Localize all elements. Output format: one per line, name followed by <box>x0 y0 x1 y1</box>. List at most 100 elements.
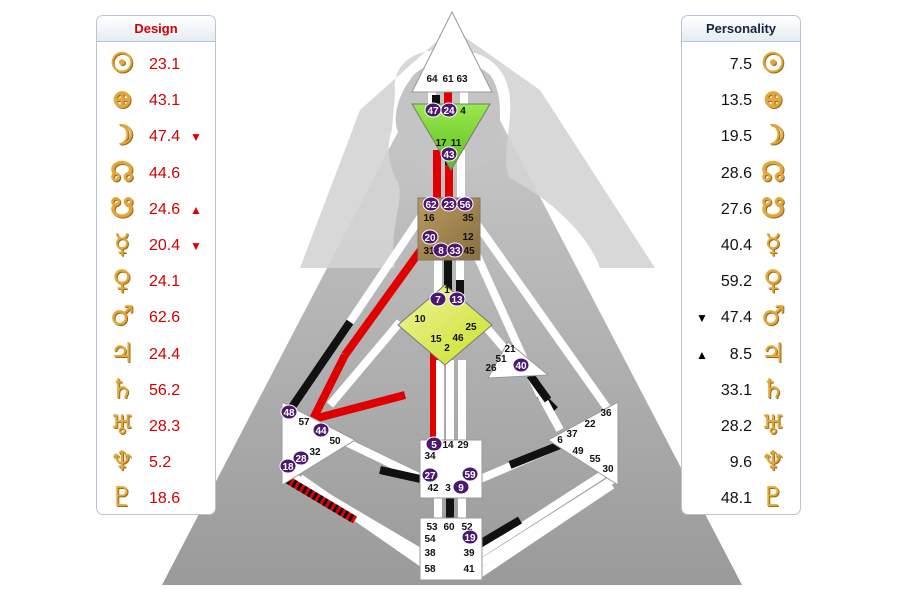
head-center <box>411 10 493 93</box>
earth-icon: ⊕ <box>761 84 785 116</box>
design-row: ♅28.3 <box>97 409 215 445</box>
venus-icon: ♀ <box>112 265 132 297</box>
gate-number: 38 <box>424 548 436 559</box>
personality-panel: Personality ☉7.5⊕13.5☽19.5☊28.6☋27.6☿40.… <box>681 15 801 515</box>
gate-number: 17 <box>435 138 447 149</box>
gate-number: 13 <box>451 295 463 306</box>
channel-segment <box>526 372 552 403</box>
design-panel-title: Design <box>97 16 215 42</box>
gate-line-value: 44.6 <box>149 164 181 182</box>
personality-row: ♇48.1 <box>682 481 800 514</box>
design-row: ☉23.1 <box>97 47 215 83</box>
gate-number: 9 <box>458 483 464 494</box>
gate-number: 58 <box>424 564 436 575</box>
gate-activation-badge <box>448 291 466 307</box>
venus-icon: ♀ <box>763 265 783 297</box>
saturn-icon: ♄ <box>109 373 135 405</box>
gate-number: 47 <box>427 106 439 117</box>
jupiter-icon: ♃ <box>760 337 786 369</box>
gate-activation-badge <box>461 466 479 482</box>
gate-number: 19 <box>464 533 476 544</box>
gate-number: 34 <box>424 451 436 462</box>
gate-number: 31 <box>423 246 435 257</box>
design-row: ♄ 56.2 <box>97 373 215 409</box>
gate-number: 15 <box>430 334 442 345</box>
south-node-icon: ☋ <box>110 192 134 224</box>
gate-number: 44 <box>315 426 327 437</box>
gate-number: 64 <box>426 74 438 85</box>
gate-number: 8 <box>438 246 444 257</box>
gate-activation-badge <box>440 102 458 118</box>
channel-segment <box>341 237 432 358</box>
body-silhouette <box>300 28 655 268</box>
gate-number: 18 <box>282 462 294 473</box>
moon-icon: ☽ <box>760 120 786 152</box>
gate-line-value: 56.2 <box>149 381 181 399</box>
gate-number: 29 <box>457 440 469 451</box>
gate-line-value: 27.6 <box>720 200 752 218</box>
gate-number: 24 <box>443 106 455 117</box>
gate-number: 14 <box>442 440 454 451</box>
design-row: ☋ 24.6 ▲ <box>97 192 215 228</box>
channel-segment <box>297 474 428 569</box>
design-row: ♆5.2 <box>97 445 215 481</box>
gate-number: 27 <box>424 471 436 482</box>
gate-activation-badge <box>456 196 474 212</box>
channel-segment <box>346 212 426 325</box>
gate-activation-badge <box>452 479 470 495</box>
gate-activation-badge <box>292 450 310 466</box>
gate-number: 54 <box>424 534 436 545</box>
design-panel: Design ☉23.1⊕43.1☽47.4▼☊44.6☋24.6▲☿20.4▼… <box>96 15 216 515</box>
gate-line-value: 33.1 <box>720 381 752 399</box>
gate-number: 46 <box>452 333 464 344</box>
gate-line-value: 40.4 <box>720 237 752 254</box>
gate-line-value: 28.3 <box>149 418 181 435</box>
design-row: ♂62.6 <box>97 300 215 336</box>
gate-line-value: 8.5 <box>729 345 752 363</box>
gate-line-value: 48.1 <box>720 490 752 508</box>
gate-number: 10 <box>414 314 426 325</box>
gate-number: 56 <box>459 200 471 211</box>
personality-row: ♅28.2 <box>682 409 800 445</box>
moon-icon: ☽ <box>109 120 135 152</box>
gate-line-value: 24.1 <box>149 273 181 291</box>
channel-segment <box>326 319 404 408</box>
g-center <box>397 284 493 366</box>
gate-number: 59 <box>464 470 476 481</box>
design-row: ☽47.4▼ <box>97 119 215 155</box>
gate-line-value: 19.5 <box>720 128 752 146</box>
gate-number: 61 <box>442 74 454 85</box>
gate-activation-badge <box>440 146 458 162</box>
gate-activation-badge <box>421 229 439 245</box>
gate-number: 50 <box>329 436 341 447</box>
gate-line-value: 47.4 <box>149 128 181 146</box>
mars-icon: ♂ <box>760 301 786 333</box>
design-row: ♀ 24.1 <box>97 264 215 300</box>
design-row: ☿20.4▼ <box>97 228 215 264</box>
gate-activation-badge <box>421 467 439 483</box>
gate-activation-badge <box>512 357 530 373</box>
gate-line-value: 24.6 <box>149 200 181 218</box>
gate-number: 4 <box>460 106 466 117</box>
design-row: ⊕43.1 <box>97 83 215 119</box>
channel-segment <box>308 391 407 424</box>
personality-row: ☊28.6 <box>682 156 800 192</box>
channel-segment <box>306 353 349 427</box>
gate-number: 36 <box>600 408 612 419</box>
exalted-arrow-icon: ▲ <box>190 202 202 217</box>
sun-icon: ☉ <box>760 48 786 79</box>
personality-row: ☉7.5 <box>682 47 800 83</box>
channel-segment <box>475 516 523 549</box>
gate-number: 32 <box>309 447 321 458</box>
jupiter-icon: ♃ <box>109 337 135 369</box>
personality-row: ♄33.1 <box>682 373 800 409</box>
gate-line-value: 24.4 <box>149 345 181 363</box>
personality-row: ♀59.2 <box>682 264 800 300</box>
gate-number: 20 <box>424 233 436 244</box>
channel-segment <box>475 474 618 569</box>
gate-number: 2 <box>444 343 450 354</box>
gate-number: 3 <box>445 483 451 494</box>
gate-line-value: 5.2 <box>149 454 172 472</box>
personality-row: ☋27.6 <box>682 192 800 228</box>
